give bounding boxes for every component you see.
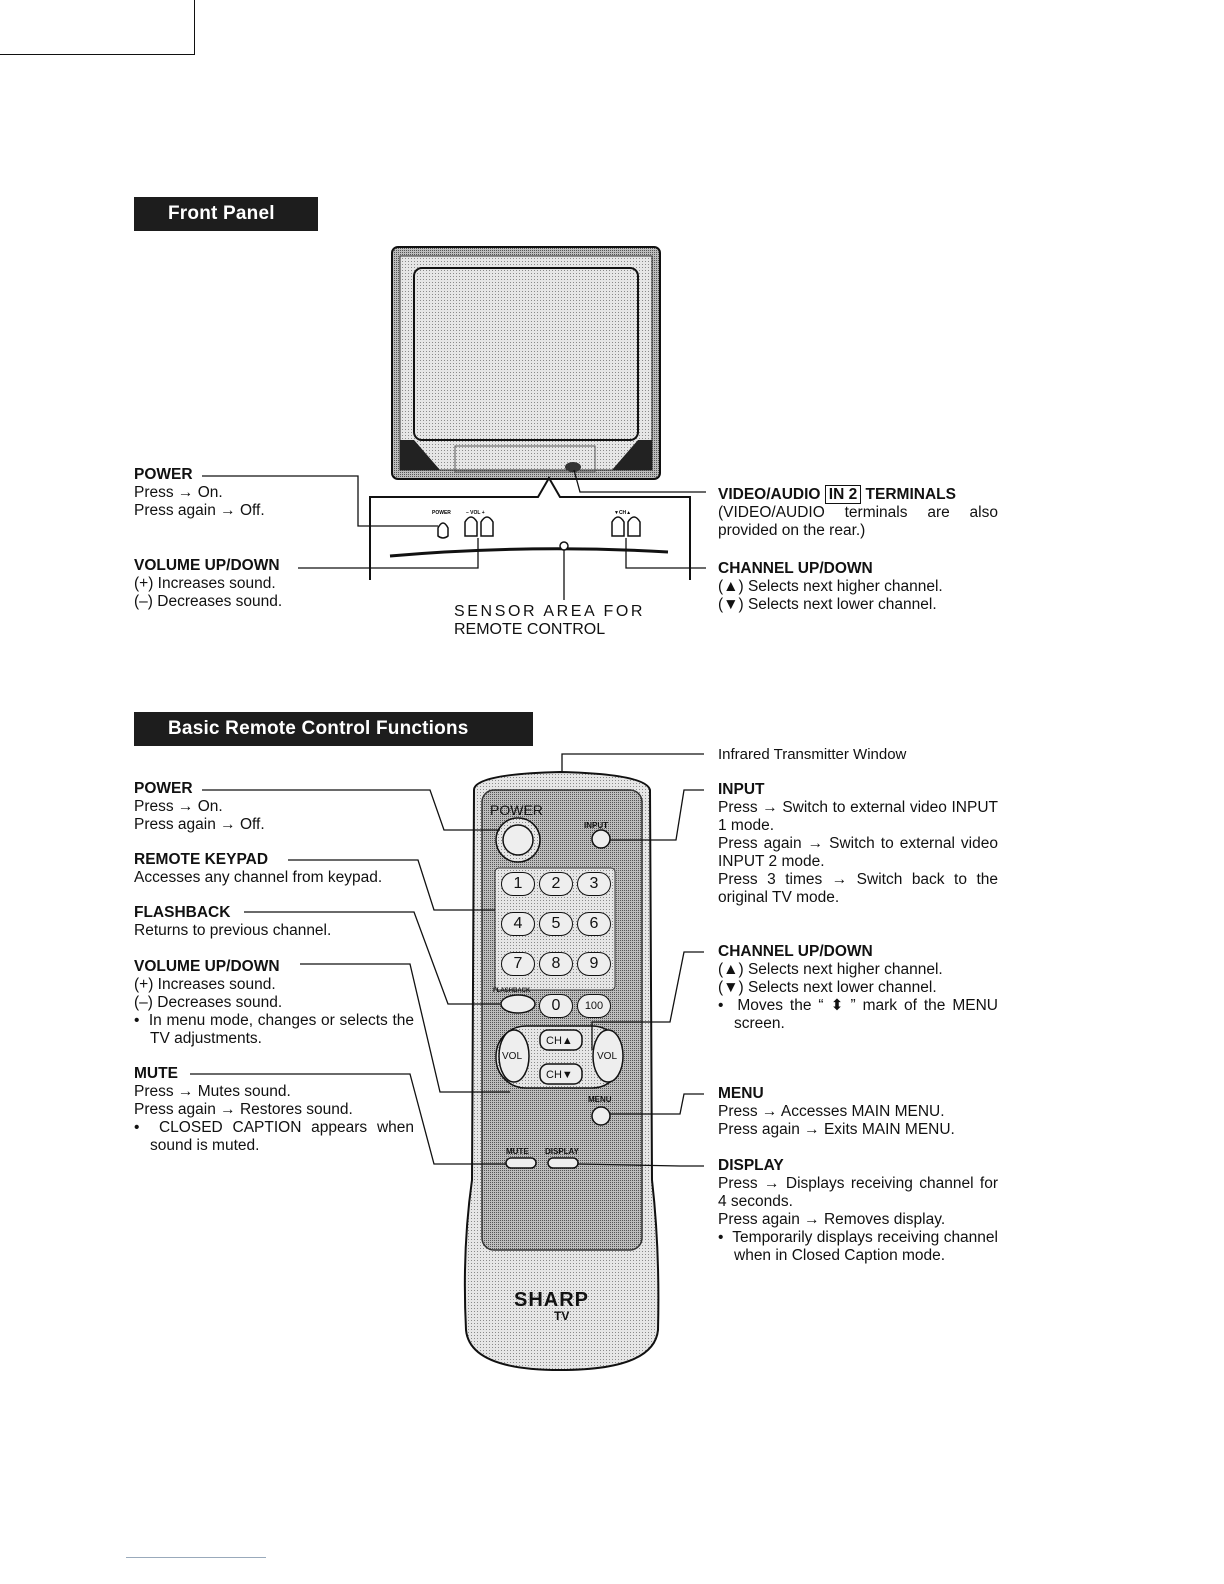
fp-sensor-block: SENSOR AREA FOR REMOTE CONTROL <box>454 603 654 639</box>
rc-channel-title: CHANNEL UP/DOWN <box>718 943 873 960</box>
fp-volume-line-2: (–) Decreases sound. <box>134 593 283 610</box>
rc-channel-block: CHANNEL UP/DOWN (▲) Selects next higher … <box>718 943 998 1033</box>
rc-input-line-3: Press 3 times → Switch back to the origi… <box>718 871 998 906</box>
rc-flashback-block: FLASHBACK Returns to previous channel. <box>134 904 394 940</box>
front-leader-lines <box>202 469 706 600</box>
remote-ch-down-label: CH▼ <box>546 1069 573 1081</box>
footer-rule <box>126 1557 266 1558</box>
rc-volume-block: VOLUME UP/DOWN (+) Increases sound. (–) … <box>134 958 414 1048</box>
fp-channel-title: CHANNEL UP/DOWN <box>718 560 873 577</box>
rc-keypad-title: REMOTE KEYPAD <box>134 851 269 868</box>
rc-mute-block: MUTE Press → Mutes sound. Press again → … <box>134 1065 414 1155</box>
remote-brand-label: SHARP <box>514 1289 589 1311</box>
remote-vol-right-label: VOL <box>597 1051 617 1062</box>
remote-vol-left-label: VOL <box>502 1051 522 1062</box>
fp-video-audio-block: VIDEO/AUDIO IN 2 TERMINALS (VIDEO/AUDIO … <box>718 485 998 540</box>
key-7: 7 <box>501 952 535 976</box>
rc-flashback-line-1: Returns to previous channel. <box>134 922 332 939</box>
rc-input-line-1: Press → Switch to external video INPUT 1… <box>718 799 998 834</box>
panel-vol-label: – VOL + <box>466 510 485 516</box>
key-8: 8 <box>539 952 573 976</box>
fp-power-title: POWER <box>134 466 193 483</box>
remote-section-header: Basic Remote Control Functions <box>134 712 533 746</box>
rc-display-title: DISPLAY <box>718 1157 784 1174</box>
rc-volume-line-1: (+) Increases sound. <box>134 976 276 993</box>
fp-video-audio-line-2: provided on the rear.) <box>718 522 866 539</box>
rc-display-block: DISPLAY Press → Displays receiving chann… <box>718 1157 998 1265</box>
rc-channel-bullet: • Moves the “ ⬍ ” mark of the MENU scree… <box>718 997 998 1032</box>
key-4: 4 <box>501 912 535 936</box>
rc-power-line-2: Press again → Off. <box>134 816 265 833</box>
fp-sensor-line-2: REMOTE CONTROL <box>454 621 606 638</box>
rc-keypad-block: REMOTE KEYPAD Accesses any channel from … <box>134 851 414 887</box>
key-3: 3 <box>577 872 611 896</box>
remote-mute-label: MUTE <box>506 1147 529 1156</box>
rc-flashback-title: FLASHBACK <box>134 904 231 921</box>
key-100: 100 <box>577 994 611 1018</box>
fp-power-line-2: Press again → Off. <box>134 502 265 519</box>
key-2: 2 <box>539 872 573 896</box>
key-5: 5 <box>539 912 573 936</box>
rc-power-block: POWER Press → On. Press again → Off. <box>134 780 374 834</box>
key-1: 1 <box>501 872 535 896</box>
remote-display-label: DISPLAY <box>545 1147 580 1156</box>
remote-flashback-label: FLASHBACK <box>493 988 531 994</box>
rc-power-title: POWER <box>134 780 193 797</box>
fp-volume-title: VOLUME UP/DOWN <box>134 557 280 574</box>
fp-channel-block: CHANNEL UP/DOWN (▲) Selects next higher … <box>718 560 998 614</box>
rc-channel-line-1: (▲) Selects next higher channel. <box>718 961 943 978</box>
remote-leader-lines <box>190 753 704 1167</box>
rc-menu-block: MENU Press → Accesses MAIN MENU. Press a… <box>718 1085 998 1139</box>
rc-display-line-1: Press → Displays receiving channel for 4… <box>718 1175 998 1210</box>
remote-keypad: 1 2 3 4 5 6 7 8 9 0 100 <box>497 870 615 1018</box>
rc-channel-line-2: (▼) Selects next lower channel. <box>718 979 937 996</box>
fp-volume-line-1: (+) Increases sound. <box>134 575 276 592</box>
rc-mute-line-2: Press again → Restores sound. <box>134 1101 353 1118</box>
fp-video-audio-title-a: VIDEO/AUDIO <box>718 486 821 503</box>
front-panel-closeup: POWER – VOL + ▼CH▲ <box>369 476 691 580</box>
fp-channel-line-1: (▲) Selects next higher channel. <box>718 578 943 595</box>
rc-menu-line-1: Press → Accesses MAIN MENU. <box>718 1103 945 1120</box>
key-9: 9 <box>577 952 611 976</box>
fp-channel-line-2: (▼) Selects next lower channel. <box>718 596 937 613</box>
panel-ch-label: ▼CH▲ <box>614 510 631 516</box>
rc-menu-line-2: Press again → Exits MAIN MENU. <box>718 1121 955 1138</box>
fp-in2-badge: IN 2 <box>824 485 862 504</box>
rc-input-title: INPUT <box>718 781 765 798</box>
remote-input-label: INPUT <box>584 821 608 830</box>
fp-video-audio-line-1: (VIDEO/AUDIO terminals are also <box>718 504 998 521</box>
rc-input-line-2: Press again → Switch to external video I… <box>718 835 998 870</box>
corner-frame <box>0 0 195 55</box>
tv-illustration <box>391 246 661 480</box>
key-0: 0 <box>539 994 573 1018</box>
remote-menu-label: MENU <box>588 1095 612 1104</box>
remote-power-label: POWER <box>490 802 543 818</box>
rc-mute-title: MUTE <box>134 1065 178 1082</box>
fp-video-audio-title-c: TERMINALS <box>865 486 956 503</box>
rc-mute-bullet: • CLOSED CAPTION appears when sound is m… <box>134 1119 415 1154</box>
fp-volume-block: VOLUME UP/DOWN (+) Increases sound. (–) … <box>134 557 334 611</box>
rc-power-line-1: Press → On. <box>134 798 223 815</box>
rc-menu-title: MENU <box>718 1085 764 1102</box>
key-6: 6 <box>577 912 611 936</box>
rc-input-block: INPUT Press → Switch to external video I… <box>718 781 998 907</box>
rc-keypad-line-1: Accesses any channel from keypad. <box>134 869 383 886</box>
rc-volume-line-2: (–) Decreases sound. <box>134 994 283 1011</box>
rc-mute-line-1: Press → Mutes sound. <box>134 1083 291 1100</box>
rc-display-line-2: Press again → Removes display. <box>718 1211 946 1228</box>
remote-brand-sub-label: TV <box>554 1309 569 1323</box>
front-panel-header: Front Panel <box>134 197 318 231</box>
rc-volume-title: VOLUME UP/DOWN <box>134 958 280 975</box>
rc-display-bullet: • Temporarily displays receiving channel… <box>718 1229 998 1264</box>
remote-ch-up-label: CH▲ <box>546 1035 573 1047</box>
panel-power-label: POWER <box>432 510 451 516</box>
fp-sensor-line-1: SENSOR AREA FOR <box>454 603 646 620</box>
rc-volume-bullet: • In menu mode, changes or selects the T… <box>134 1012 414 1047</box>
fp-power-line-1: Press → On. <box>134 484 223 501</box>
fp-power-block: POWER Press → On. Press again → Off. <box>134 466 364 520</box>
infrared-label: Infrared Transmitter Window <box>718 746 907 763</box>
